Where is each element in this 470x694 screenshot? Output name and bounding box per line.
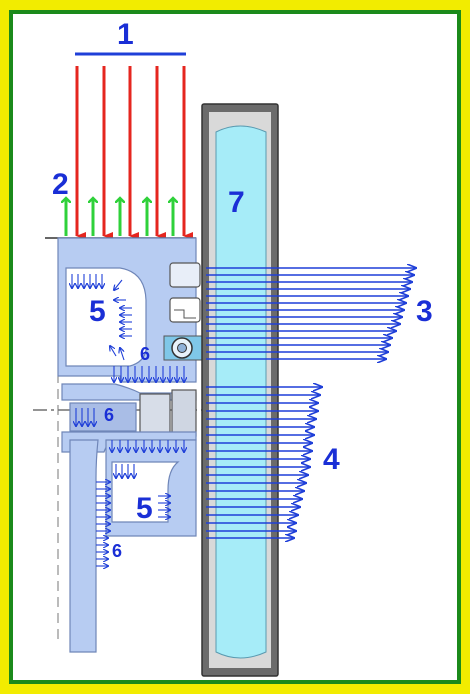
label-cavity-lower: 5 bbox=[136, 492, 153, 525]
label-gap-middle: 6 bbox=[104, 405, 114, 425]
bearing-core bbox=[177, 343, 187, 353]
label-heat-out-upper: 3 bbox=[416, 295, 433, 328]
label-flow-in: 1 bbox=[117, 18, 134, 51]
gap-upper-arrows bbox=[114, 366, 184, 382]
shaft-side-arrows bbox=[96, 482, 110, 566]
heat-arrows-upper bbox=[206, 268, 416, 359]
pad-top bbox=[169, 262, 201, 288]
hub-collar bbox=[139, 393, 171, 435]
cavity-lower-arrows bbox=[116, 464, 170, 517]
label-gap-upper: 6 bbox=[140, 344, 150, 364]
label-gap-lower: 6 bbox=[112, 541, 122, 561]
label-cavity-upper: 5 bbox=[89, 295, 106, 328]
gap-middle-arrows bbox=[76, 408, 184, 452]
red-down-arrow-group bbox=[75, 66, 193, 240]
pad-middle bbox=[169, 297, 201, 323]
pad-middle-notch bbox=[174, 309, 196, 319]
hub-shaft bbox=[69, 402, 137, 432]
blue-small-arrow bbox=[120, 348, 125, 361]
green-up-arrow-group bbox=[66, 198, 173, 236]
label-flow-out: 2 bbox=[52, 168, 69, 201]
label-heat-out-lower: 4 bbox=[323, 443, 340, 476]
label-radiator: 7 bbox=[228, 186, 245, 219]
upper-cavity bbox=[65, 267, 147, 367]
radiator-coolant bbox=[215, 125, 267, 659]
blue-small-arrow bbox=[110, 346, 117, 357]
hub-collar-right bbox=[171, 389, 197, 437]
lower-shaft bbox=[69, 439, 99, 653]
heat-arrows-lower bbox=[206, 387, 322, 538]
blue-small-arrow bbox=[114, 279, 123, 290]
cavity-upper-arrows bbox=[72, 274, 132, 361]
